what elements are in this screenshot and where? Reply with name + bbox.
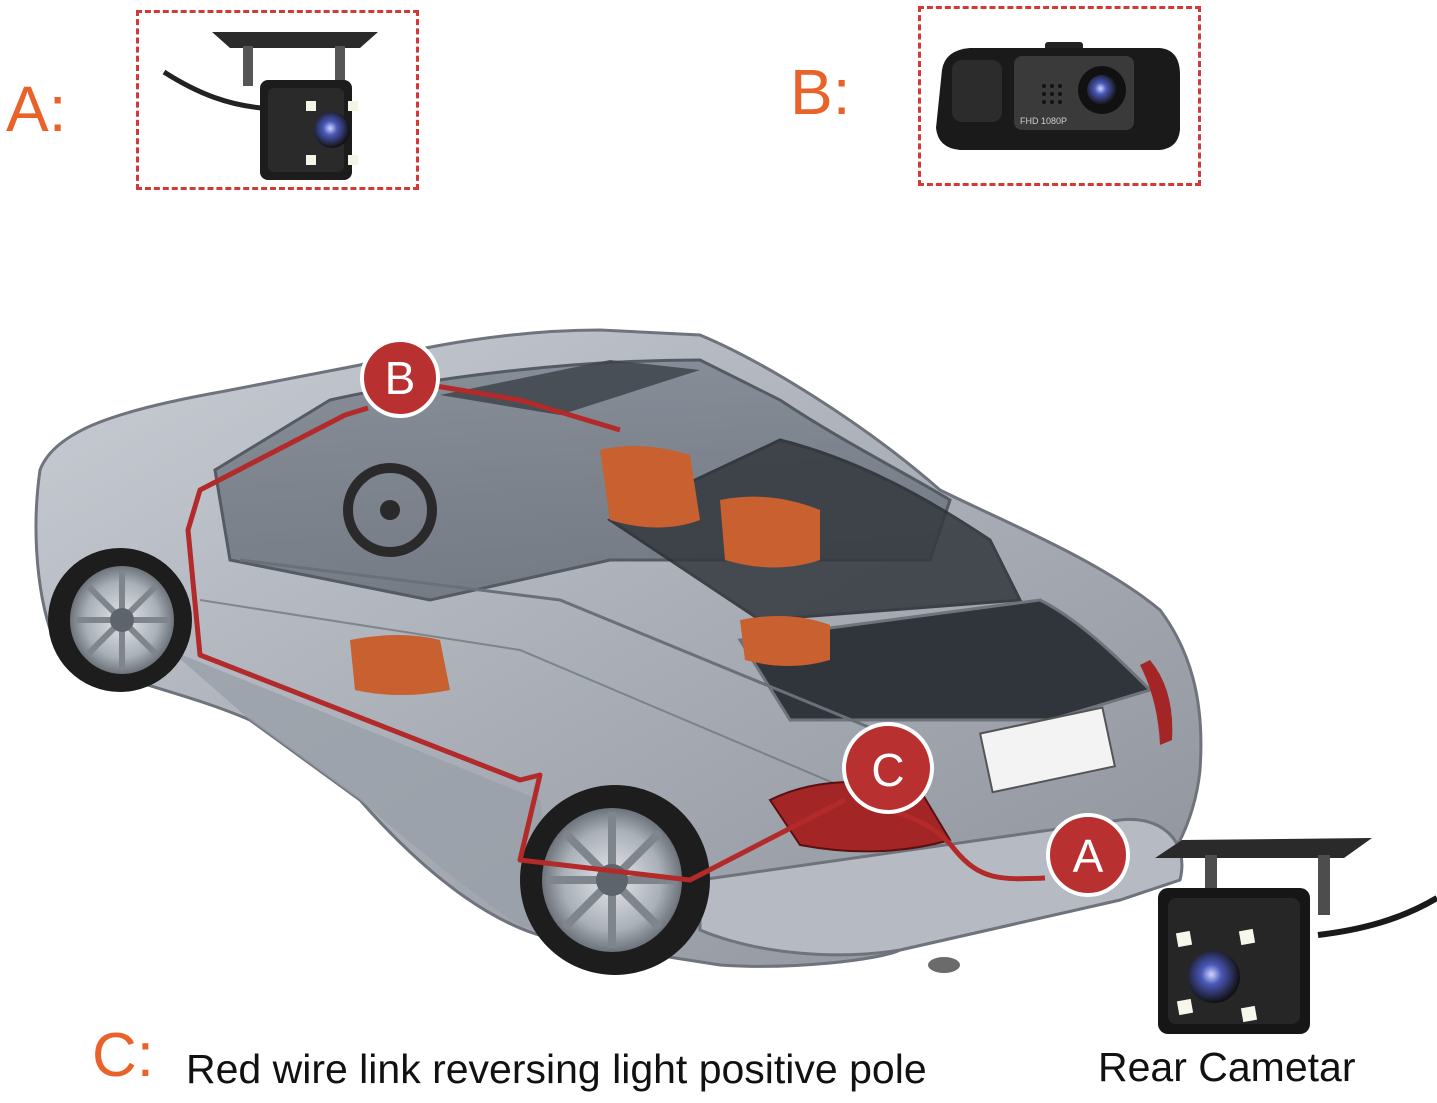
rear-camera-small-icon [162,32,378,180]
badge-a-text: A [1073,830,1104,882]
rear-camera-frame [136,10,419,190]
front-wheel [48,548,192,692]
dashcam-icon: FHD 1080P [936,42,1180,150]
dashcam-text: FHD 1080P [1020,116,1067,126]
red-wire-route [185,382,1046,883]
rear-wheel [520,785,710,975]
rear-camera-large-icon [1155,838,1437,1034]
badge-c-text: C [871,744,904,796]
label-c: C: [92,1021,154,1090]
dashcam-frame [918,6,1201,186]
badge-a: A [1046,813,1130,897]
label-b: B: [790,56,851,128]
badge-b: B [360,338,440,418]
badge-b-text: B [385,352,416,404]
badge-c: C [842,722,934,814]
label-a: A: [6,73,67,145]
rear-camera-caption: Rear Cametar [1098,1044,1356,1090]
wire-instruction-caption: Red wire link reversing light positive p… [186,1046,927,1092]
